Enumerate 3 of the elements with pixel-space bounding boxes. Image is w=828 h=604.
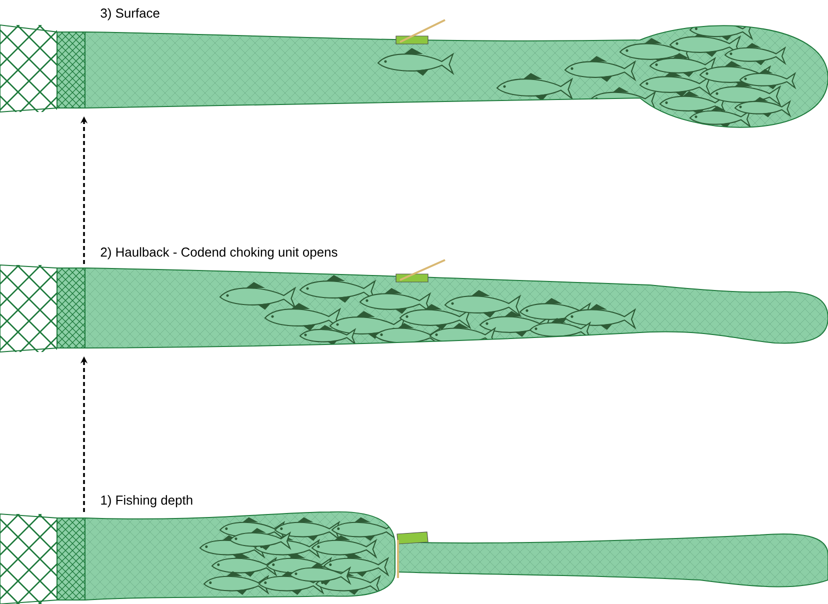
stage-label: 1) Fishing depth	[101, 495, 192, 508]
stage-label: 2) Haulback - Codend choking unit opens	[100, 247, 338, 260]
stage-label: 3) Surface	[100, 8, 160, 20]
